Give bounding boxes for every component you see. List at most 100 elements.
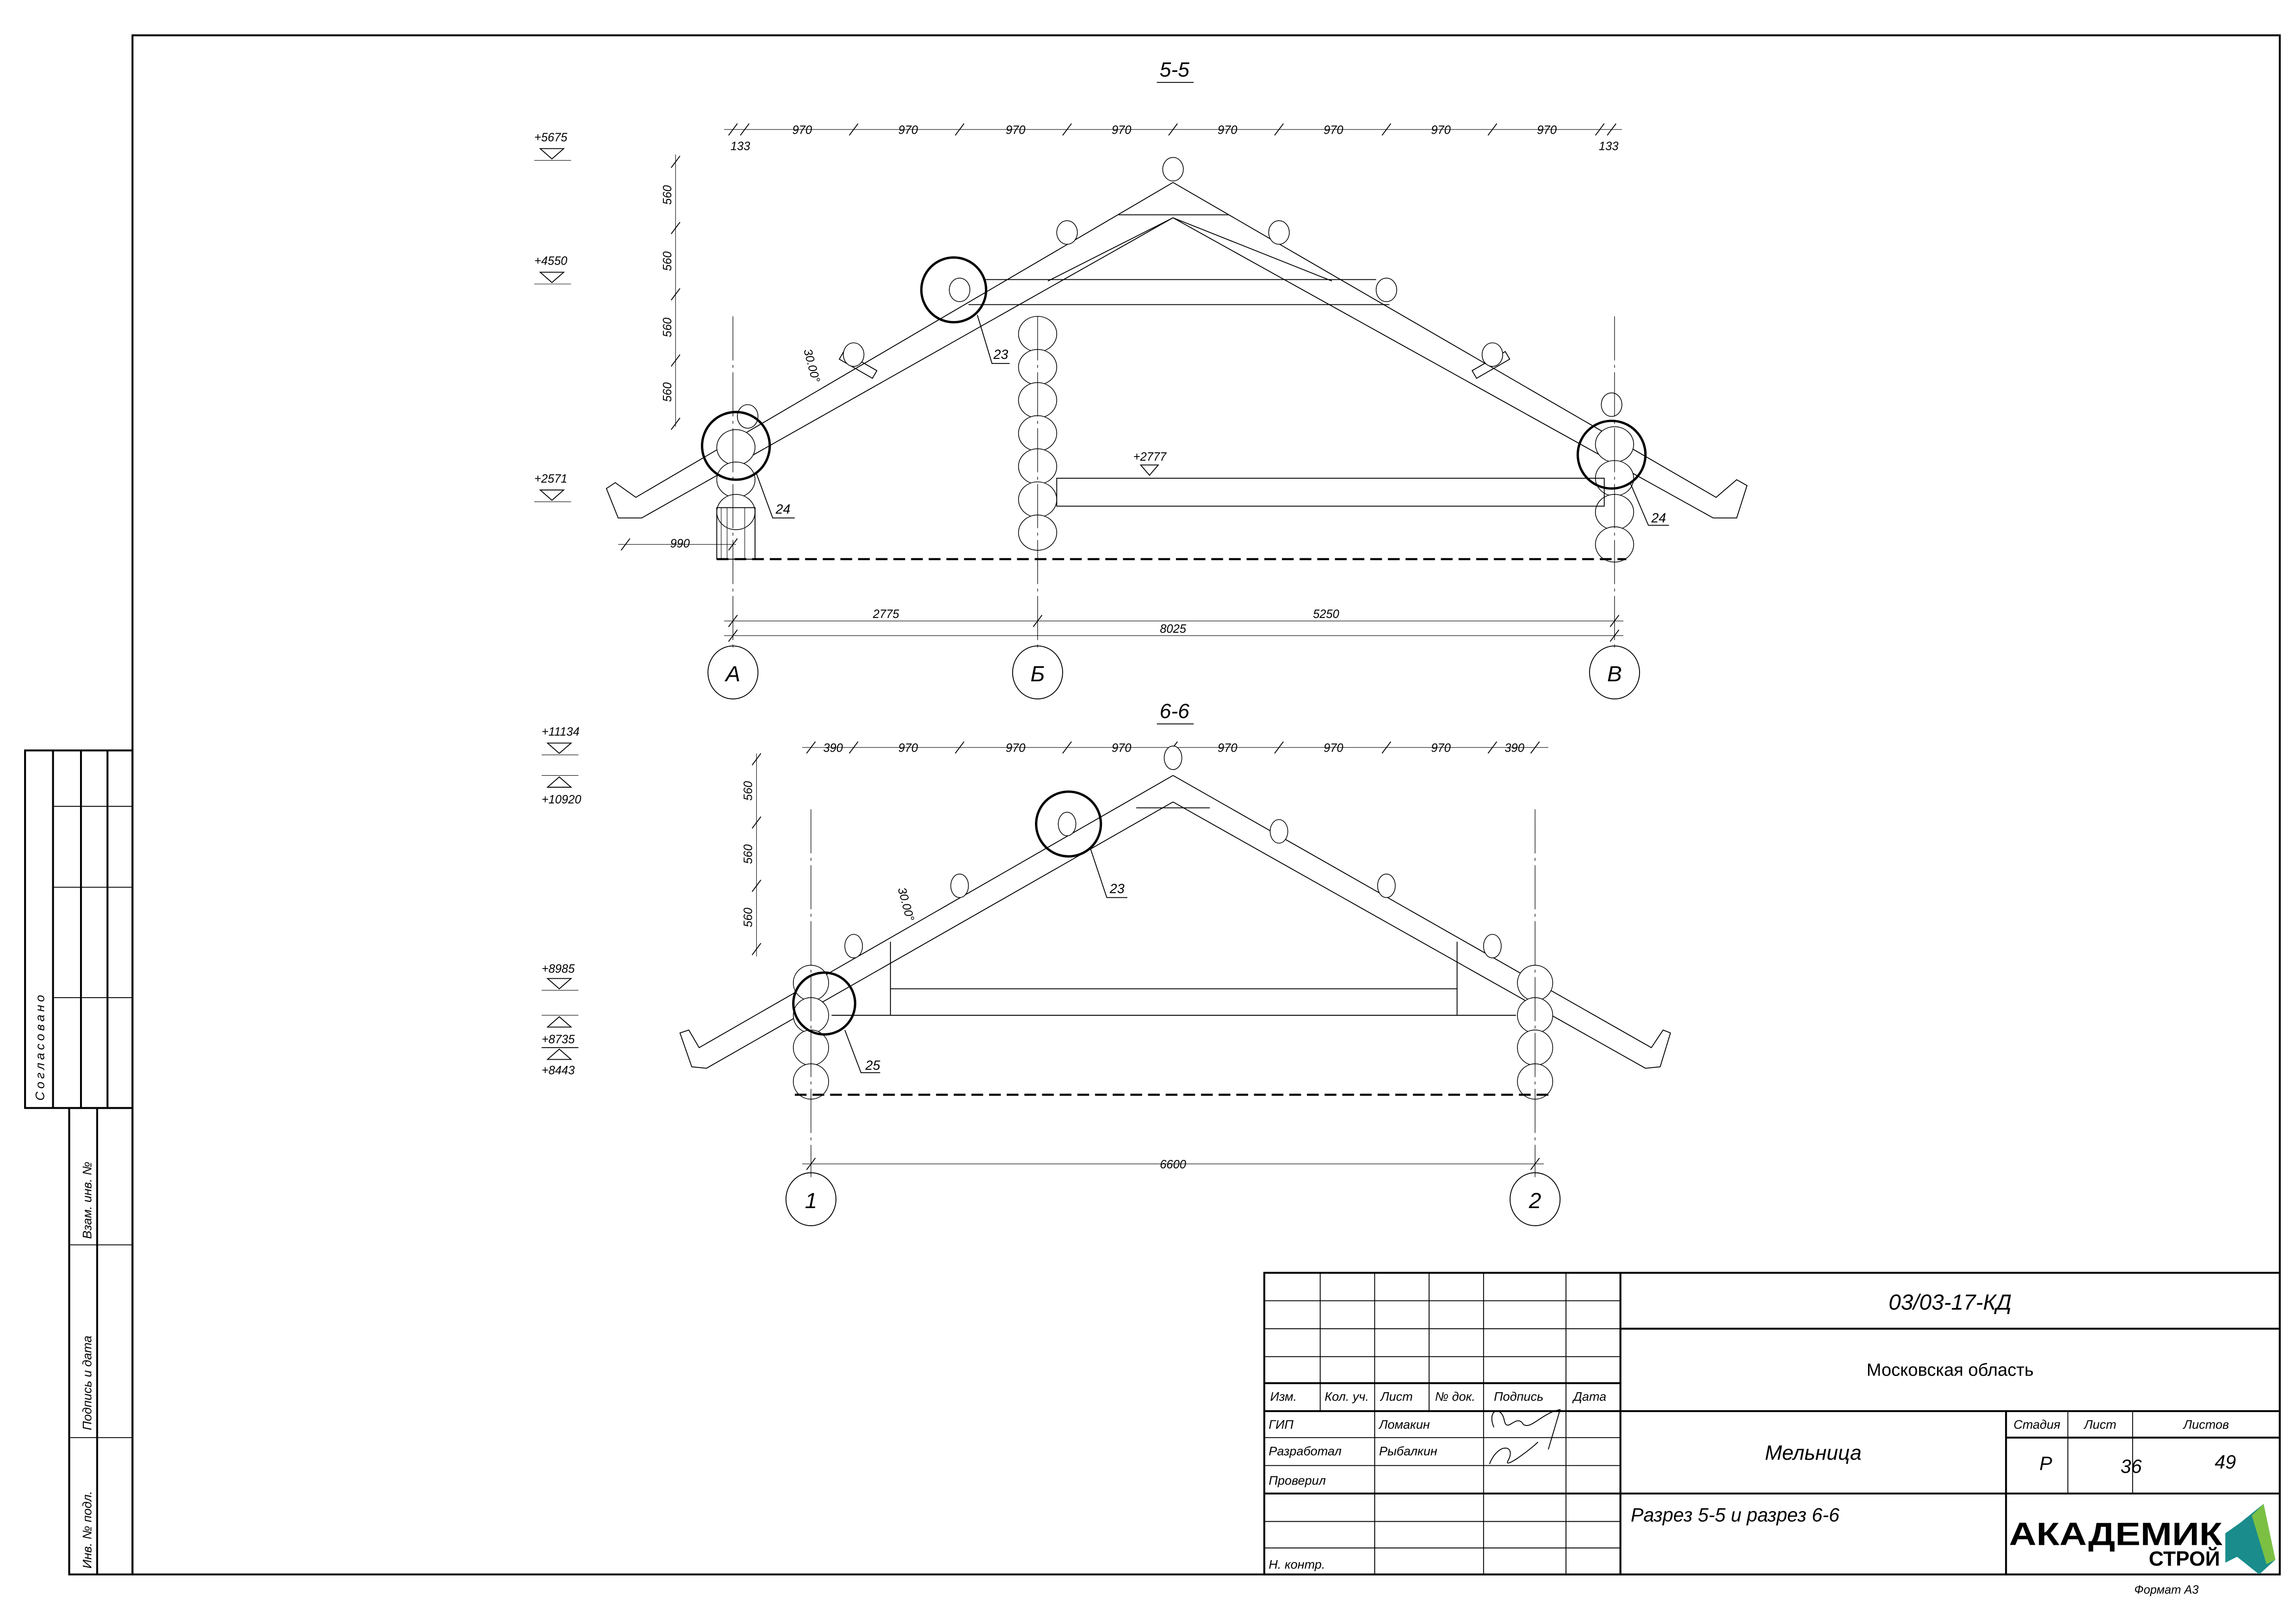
detail-circle-25[interactable] — [792, 971, 856, 1036]
roof-truss — [606, 182, 1748, 518]
log-section — [1483, 934, 1502, 958]
company-logo: АКАДЕМИК СТРОЙ — [2009, 1504, 2276, 1575]
header-list: Лист — [1380, 1390, 1413, 1404]
dimension-tick — [751, 753, 761, 765]
floor-beam — [1056, 477, 1605, 507]
floor-level-mark: +2777 — [1133, 450, 1167, 476]
levels: +11134 +10920 +8985 +8735 +8443 — [541, 726, 581, 1077]
dimension-tick — [751, 943, 761, 956]
log-section — [844, 934, 863, 958]
inv-orig-label: Инв. № подл. — [80, 1491, 94, 1569]
sheet-frame — [131, 34, 2281, 1576]
detail-circle-24-left[interactable] — [701, 411, 771, 481]
section-title: 6-6 — [1160, 700, 1190, 722]
dimension-tick — [1595, 123, 1605, 136]
logo-text: СТРОЙ — [2149, 1547, 2220, 1570]
stage-value: Р — [2039, 1453, 2052, 1474]
dim-label: 970 — [1218, 124, 1237, 137]
callout-label: 23 — [993, 347, 1008, 362]
dimension-tick — [670, 222, 681, 235]
dim-label: 560 — [742, 845, 755, 864]
roof-truss — [679, 775, 1671, 1069]
header-date: Дата — [1572, 1390, 1606, 1404]
stage-label: Стадия — [2013, 1418, 2060, 1432]
role-label: Н. контр. — [1269, 1557, 1325, 1571]
dimension-tick — [670, 288, 681, 301]
logo-text: АКАДЕМИК — [2009, 1516, 2223, 1552]
log-section — [737, 404, 759, 429]
detail-circle-23[interactable] — [920, 256, 988, 324]
detail-circle-23[interactable] — [1035, 790, 1102, 858]
dim-label: 970 — [1112, 742, 1131, 755]
dim-label: 560 — [742, 907, 755, 927]
dim-label: 970 — [898, 742, 918, 755]
dim-label: 970 — [1324, 124, 1343, 137]
dimension-tick — [1381, 741, 1392, 754]
role-label: ГИП — [1269, 1418, 1293, 1432]
log-section — [716, 494, 755, 531]
dim-label: 5250 — [1313, 608, 1339, 621]
level-value: +2571 — [534, 472, 567, 485]
signature-mark — [1489, 1409, 1561, 1464]
dimension-tick — [1062, 123, 1072, 136]
level-value: +11134 — [542, 726, 580, 739]
dimension-tick — [848, 741, 859, 754]
dimension-tick — [1274, 123, 1284, 136]
sheet-title: Разрез 5-5 и разрез 6-6 — [1631, 1504, 1839, 1525]
side-stamp: Согласовано Взам. инв. № Подпись и дата … — [24, 749, 134, 1576]
log-section — [1163, 746, 1182, 770]
role-label: Проверил — [1269, 1474, 1326, 1487]
dimension-tick — [620, 538, 631, 551]
dimension-tick — [1168, 123, 1178, 136]
dim-label: 6600 — [1160, 1158, 1186, 1171]
dim-label: 970 — [1431, 742, 1450, 755]
dim-label: 990 — [670, 537, 690, 550]
dimension-tick — [806, 1158, 816, 1170]
level-value: +2777 — [1133, 450, 1167, 463]
person-name: Рыбалкин — [1379, 1444, 1437, 1458]
log-section — [1375, 278, 1397, 302]
level-value: +5675 — [534, 131, 568, 144]
overhang-dimension: 990 — [618, 537, 738, 551]
sheet-value: 36 — [2121, 1456, 2142, 1477]
header-kol-uch: Кол. уч. — [1324, 1390, 1369, 1404]
level-value: +8735 — [542, 1033, 575, 1046]
dimension-tick — [954, 123, 965, 136]
dimension-tick — [751, 816, 761, 829]
dim-label: 560 — [661, 318, 674, 337]
dim-label: 390 — [823, 742, 842, 755]
callout-label: 24 — [1651, 511, 1666, 525]
axis-label: 2 — [1529, 1189, 1541, 1213]
dim-label: 8025 — [1160, 623, 1186, 636]
roof-angle: 30.00° — [895, 886, 916, 923]
dimension-tick — [806, 741, 816, 754]
dimension-tick — [670, 417, 681, 430]
sheets-label: Листов — [2183, 1418, 2229, 1432]
format-label: Формат А3 — [2134, 1583, 2198, 1596]
title-block: Изм. Кол. уч. Лист № док. Подпись Дата Г… — [1263, 1271, 2281, 1596]
log-section — [1269, 819, 1288, 844]
dim-label: 970 — [1537, 124, 1556, 137]
dim-label: 970 — [1006, 124, 1025, 137]
dimension-tick — [670, 354, 681, 367]
header-signature: Подпись — [1494, 1390, 1543, 1404]
dimension-tick — [740, 123, 750, 136]
axis-markers: 1 2 — [785, 1172, 1561, 1226]
bottom-dimensions: 2775 5250 8025 — [724, 608, 1624, 642]
dim-label: 2775 — [873, 608, 899, 621]
log-section — [1481, 342, 1503, 367]
detail-circle-24-right[interactable] — [1576, 420, 1647, 490]
dimension-tick — [728, 615, 738, 627]
log-section — [1601, 392, 1622, 417]
log-walls — [793, 746, 1553, 1100]
levels: +5675 +4550 +2571 — [534, 131, 571, 502]
document-code: 03/03-17-КД — [1888, 1290, 2011, 1314]
dimension-tick — [1062, 741, 1072, 754]
log-section — [1268, 220, 1290, 245]
callout-label: 24 — [775, 502, 791, 517]
